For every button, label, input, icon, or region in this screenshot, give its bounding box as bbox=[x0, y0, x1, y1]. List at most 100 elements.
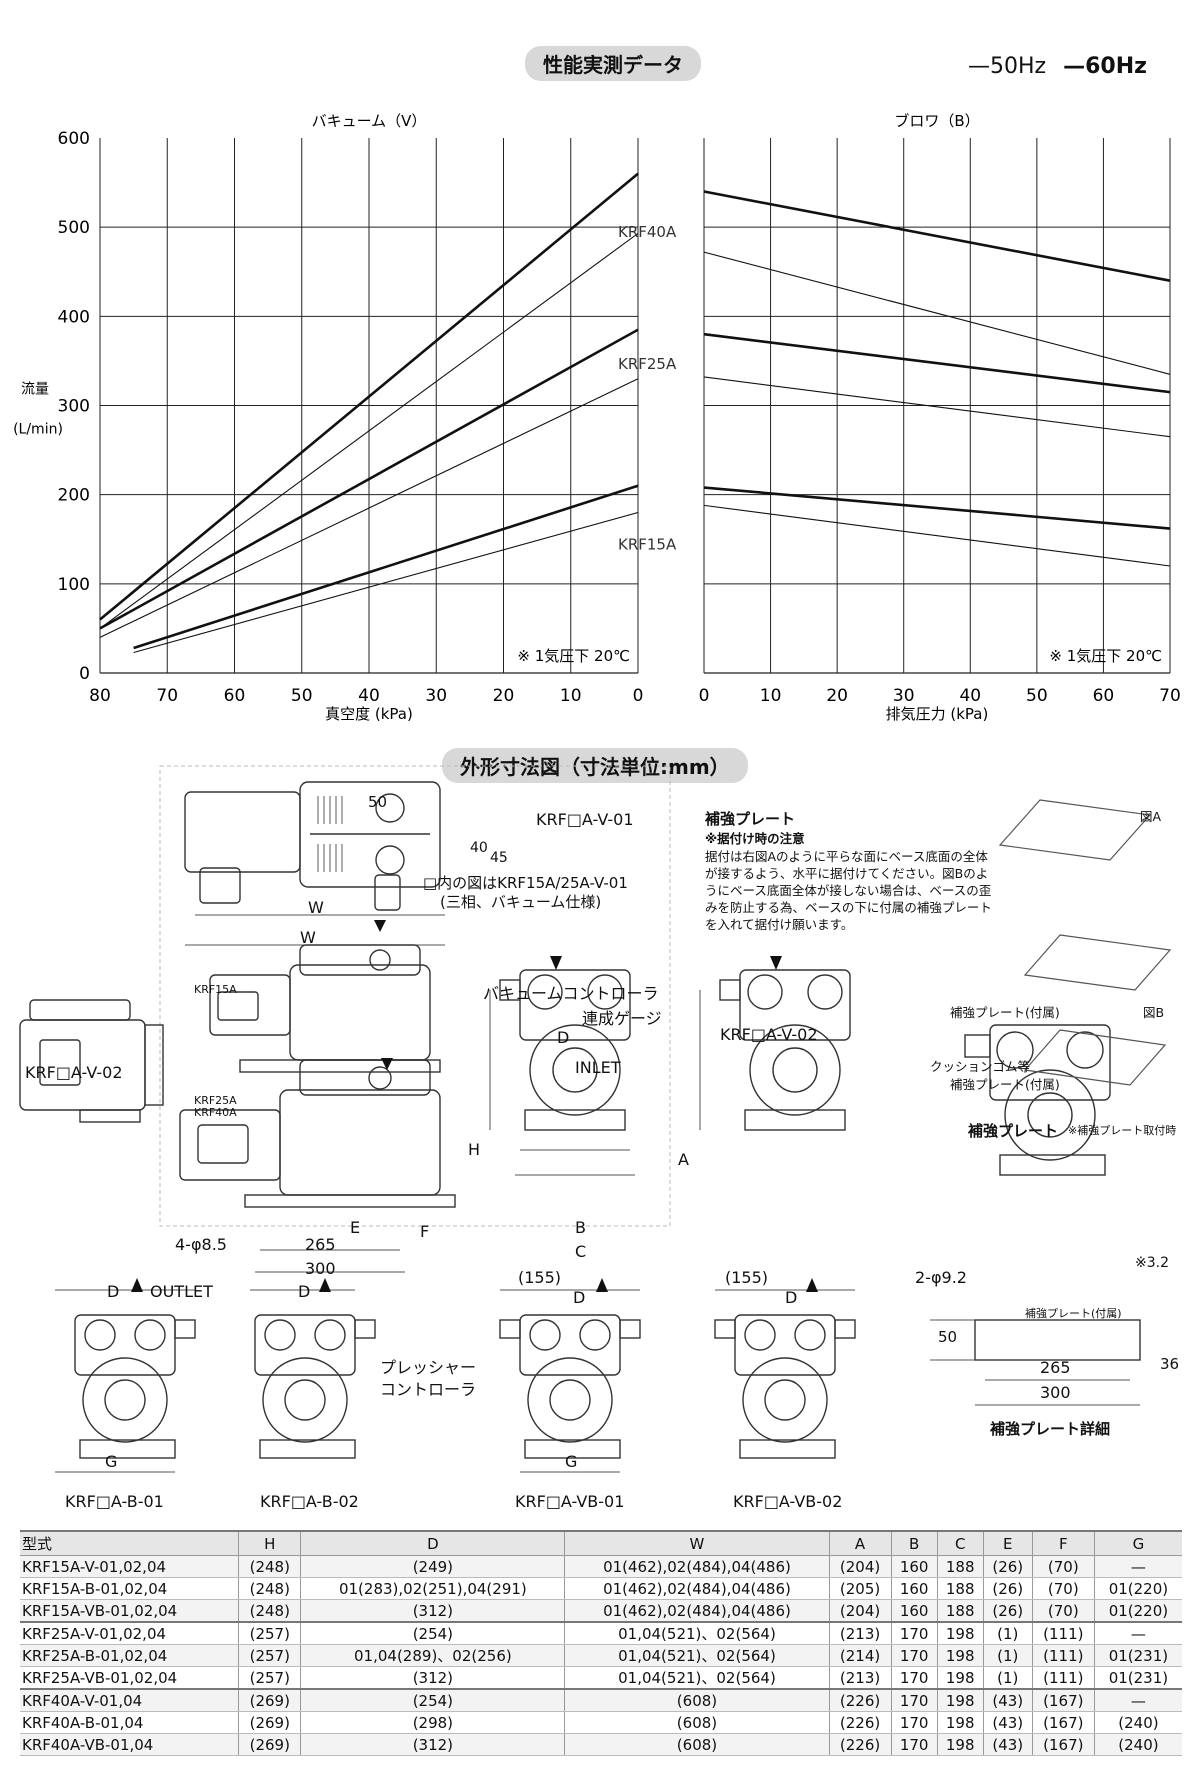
dim-b: B bbox=[575, 1218, 586, 1237]
plate-note-1: 据付は右図Aのように平らな面にベース底面の全体 bbox=[705, 849, 988, 864]
x-tick-label: 50 bbox=[1026, 686, 1048, 706]
series-line-krf15a-50hz bbox=[133, 511, 639, 654]
table-cell: 170 bbox=[890, 1644, 938, 1667]
table-cell: (249) bbox=[300, 1555, 565, 1578]
x-tick-label: 40 bbox=[358, 686, 380, 706]
table-cell: (167) bbox=[1031, 1689, 1095, 1712]
chart-title: ブロワ（B） bbox=[894, 112, 979, 130]
cushion-label: クッションゴム等 bbox=[930, 1059, 1031, 1074]
dimension-drawing bbox=[19, 765, 1172, 1473]
table-cell: (312) bbox=[300, 1733, 565, 1756]
arrow-outlet-vb02 bbox=[806, 1278, 818, 1292]
plate-included-label-3: 補強プレート(付属) bbox=[1025, 1307, 1122, 1320]
x-tick-label: 10 bbox=[560, 686, 582, 706]
plate-mount-title: 補強プレート bbox=[968, 1122, 1059, 1140]
table-cell: KRF25A-V-01,02,04 bbox=[20, 1622, 239, 1645]
table-cell: (248) bbox=[238, 1599, 301, 1623]
table-cell: 160 bbox=[890, 1555, 938, 1578]
table-cell: 170 bbox=[890, 1689, 938, 1712]
dim-plate-36: 36 bbox=[1160, 1355, 1180, 1373]
table-cell: 170 bbox=[890, 1733, 938, 1756]
dim-155-b: (155) bbox=[725, 1268, 769, 1287]
table-cell: KRF15A-VB-01,02,04 bbox=[20, 1599, 239, 1623]
x-tick-label: 0 bbox=[633, 686, 644, 706]
pump-front-row-b bbox=[74, 1314, 856, 1459]
dim-c: C bbox=[575, 1242, 587, 1261]
series-line-krf40a-50hz bbox=[99, 232, 639, 629]
plate-note-3: うにベース底面全体が接しない場合は、ベースの歪 bbox=[705, 883, 992, 898]
table-cell: (111) bbox=[1031, 1644, 1095, 1667]
table-cell: (214) bbox=[828, 1644, 892, 1667]
label-model-vb01: KRF□A-VB-01 bbox=[515, 1492, 625, 1511]
table-cell: 188 bbox=[936, 1555, 984, 1578]
dim-a: A bbox=[678, 1150, 689, 1169]
table-cell: KRF25A-VB-01,02,04 bbox=[20, 1666, 239, 1690]
table-cell: (257) bbox=[238, 1666, 301, 1690]
table-cell: KRF40A-VB-01,04 bbox=[20, 1733, 239, 1756]
table-header-cell: W bbox=[564, 1530, 830, 1556]
label-model-v02-right: KRF□A-V-02 bbox=[720, 1025, 818, 1044]
pump-front-vb01 bbox=[499, 1314, 641, 1459]
table-cell: 01(231) bbox=[1093, 1644, 1182, 1667]
inset-note-1: □内の図はKRF15A/25A-V-01 bbox=[423, 874, 628, 892]
plate-title: 補強プレート bbox=[705, 810, 796, 828]
label-krf25a: KRF25A bbox=[194, 1094, 237, 1107]
table-cell: (1) bbox=[982, 1644, 1033, 1667]
label-pressure-controller-2: コントローラ bbox=[380, 1380, 477, 1399]
table-cell: (167) bbox=[1031, 1733, 1095, 1756]
arrow-inlet-front bbox=[550, 956, 562, 970]
x-tick-label: 80 bbox=[89, 686, 111, 706]
label-model-b01: KRF□A-B-01 bbox=[65, 1492, 164, 1511]
table-cell: 01(462),02(484),04(486) bbox=[564, 1599, 830, 1623]
table-row: KRF25A-V-01,02,04(257)(254)01,04(521)、02… bbox=[20, 1622, 1182, 1645]
table-cell: 01,04(521)、02(564) bbox=[564, 1666, 830, 1690]
series-line-krf40a-60hz bbox=[99, 172, 639, 621]
pump-front-v01 bbox=[499, 969, 631, 1131]
dim-plate-300: 300 bbox=[1040, 1383, 1071, 1402]
table-cell: 01(220) bbox=[1093, 1599, 1182, 1623]
series-line-krf15a-60hz bbox=[703, 486, 1171, 530]
inset-note-2: (三相、バキューム仕様) bbox=[440, 893, 602, 911]
dim-d3: D bbox=[298, 1282, 311, 1301]
chart-note: ※ 1気圧下 20℃ bbox=[1049, 647, 1162, 665]
dim-g1: G bbox=[105, 1452, 118, 1471]
label-gauge: 連成ゲージ bbox=[582, 1009, 662, 1028]
plate-illustrations bbox=[998, 799, 1172, 1086]
x-tick-label: 30 bbox=[425, 686, 447, 706]
dim-3-2: ※3.2 bbox=[1135, 1255, 1169, 1271]
x-tick-label: 60 bbox=[1093, 686, 1115, 706]
label-vac-controller: バキュームコントローラ bbox=[483, 984, 659, 1003]
arrow-outlet-b01 bbox=[131, 1278, 143, 1292]
table-cell: 198 bbox=[936, 1733, 984, 1756]
table-cell: 01,04(521)、02(564) bbox=[564, 1622, 830, 1645]
table-cell: (269) bbox=[238, 1689, 301, 1712]
pump-front-v02 bbox=[719, 969, 851, 1131]
series-line-krf40a-60hz bbox=[703, 190, 1171, 282]
label-model-b02: KRF□A-B-02 bbox=[260, 1492, 359, 1511]
table-cell: (312) bbox=[300, 1599, 565, 1623]
table-cell: 170 bbox=[890, 1666, 938, 1690]
table-cell: — bbox=[1093, 1555, 1182, 1578]
table-cell: 198 bbox=[936, 1711, 984, 1734]
table-cell: (226) bbox=[828, 1733, 892, 1756]
plate-included-label: 補強プレート(付属) bbox=[950, 1005, 1060, 1020]
plate-detail-title: 補強プレート詳細 bbox=[990, 1420, 1111, 1438]
plate-note-4: みを防止する為、ベースの下に付属の補強プレート bbox=[705, 900, 992, 915]
table-cell: (111) bbox=[1031, 1622, 1095, 1645]
plate-included-label-2: 補強プレート(付属) bbox=[950, 1077, 1060, 1092]
dimensions-title: 外形寸法図（寸法単位:mm） bbox=[442, 748, 748, 783]
table-cell: (70) bbox=[1031, 1577, 1095, 1600]
performance-title: 性能実測データ bbox=[525, 46, 701, 81]
table-cell: (254) bbox=[300, 1622, 565, 1645]
label-model-vb02: KRF□A-VB-02 bbox=[733, 1492, 843, 1511]
table-cell: (257) bbox=[238, 1644, 301, 1667]
x-tick-label: 60 bbox=[224, 686, 246, 706]
table-cell: (254) bbox=[300, 1689, 565, 1712]
table-cell: 198 bbox=[936, 1666, 984, 1690]
table-header-cell: 型式 bbox=[20, 1530, 239, 1556]
y-tick-label: 500 bbox=[58, 218, 90, 238]
